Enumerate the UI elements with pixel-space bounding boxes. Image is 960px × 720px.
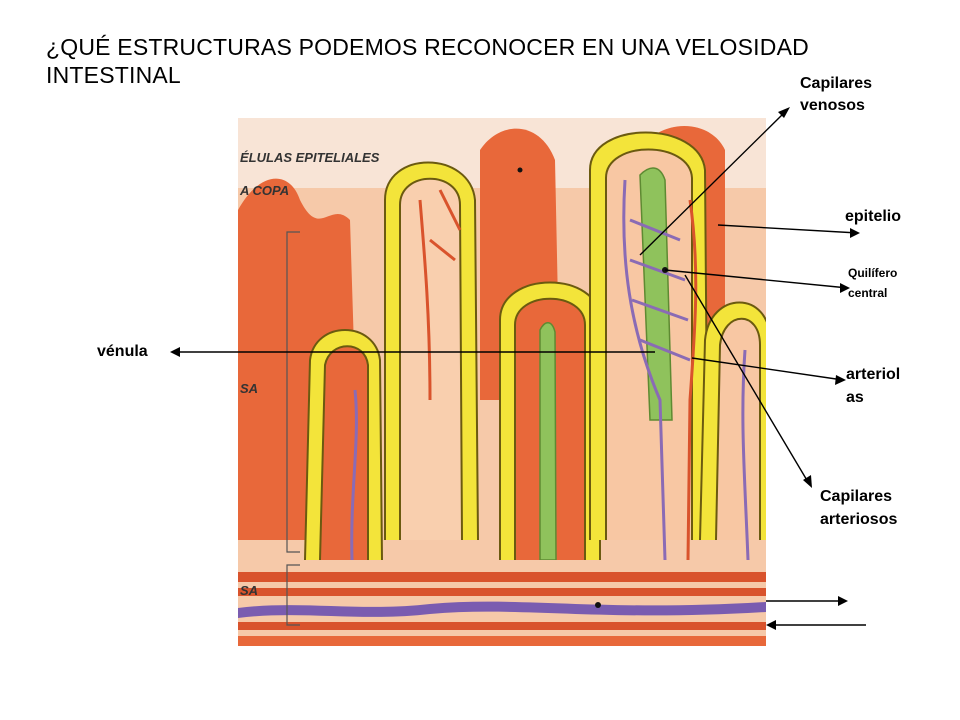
figure-label-goblet: A COPA: [240, 183, 290, 198]
pointer-epitelio: [717, 224, 859, 234]
label-arteriolas-line2: as: [846, 389, 864, 406]
page-title: ¿QUÉ ESTRUCTURAS PODEMOS RECONOCER EN UN…: [46, 34, 809, 88]
pointer-lines: [178, 111, 866, 626]
lacteal-2: [539, 322, 557, 561]
villus-1: [384, 161, 479, 541]
label-capilares-arteriosos-line1: Capilares: [820, 488, 893, 505]
pointer-capilares-venosos: [639, 111, 786, 256]
label-quilifero-line2: central: [848, 286, 888, 300]
pointer-quilifero: [664, 269, 849, 289]
label-capilares-arteriosos-line2: arteriosos: [820, 511, 898, 528]
submucosal-vein: [238, 601, 766, 618]
label-venula: vénula: [97, 343, 148, 360]
villus-illustration: [238, 118, 766, 646]
label-capilares-venosos-line2: venosos: [800, 97, 865, 114]
figure-label-submucosa: SA: [240, 583, 259, 598]
label-quilifero-line1: Quilífero: [848, 266, 898, 280]
pointer-arteriolas: [691, 357, 844, 381]
villus-4: [699, 301, 766, 541]
submucosal-artery: [238, 622, 766, 630]
figure-label-mucosa: SA: [240, 381, 259, 396]
venous-capillaries: [350, 179, 750, 561]
label-epitelio: epitelio: [845, 208, 902, 225]
villus-5: [304, 329, 383, 561]
label-arteriolas-line1: arteriol: [846, 366, 901, 383]
arterial-capillaries: [418, 189, 698, 561]
figure-label-epithelial-cells: ÉLULAS EPITELIALES: [240, 150, 380, 165]
label-capilares-venosos-line1: Capilares: [800, 75, 873, 92]
pointer-capilares-arteriosos: [684, 274, 809, 483]
arrowheads: [170, 107, 860, 630]
muscle-band-1: [238, 572, 766, 582]
